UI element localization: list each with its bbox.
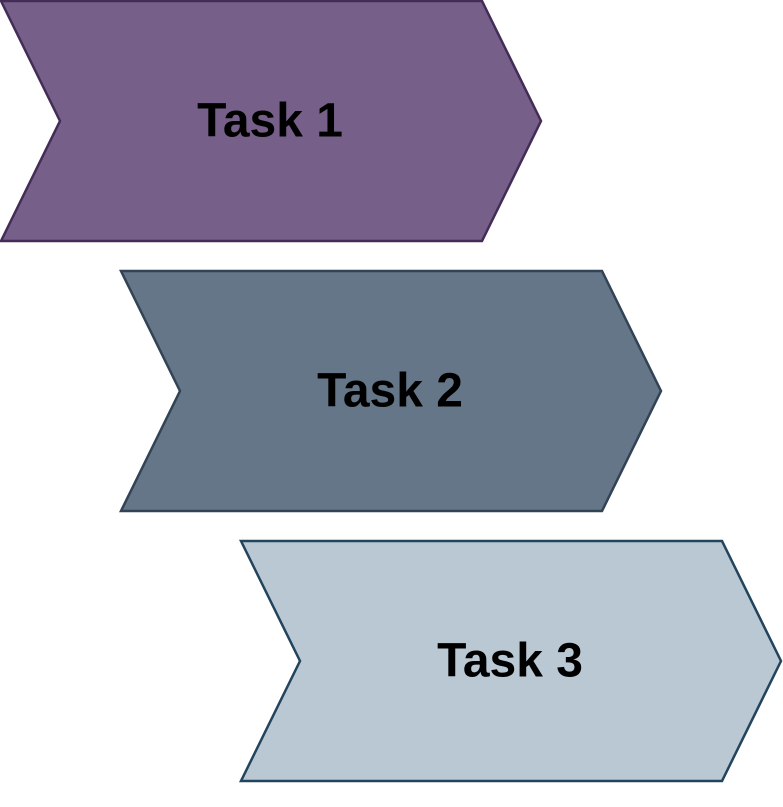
task-2-label: Task 2 (317, 365, 463, 418)
task-1-chevron (0, 0, 543, 243)
task-1-label: Task 1 (197, 95, 343, 148)
task-2-chevron (118, 269, 663, 513)
task-3-chevron (238, 539, 783, 783)
task-1-step[interactable]: Task 1 (0, 0, 543, 243)
task-3-step[interactable]: Task 3 (238, 539, 783, 783)
task-3-label: Task 3 (437, 635, 583, 688)
task-2-step[interactable]: Task 2 (118, 269, 663, 513)
